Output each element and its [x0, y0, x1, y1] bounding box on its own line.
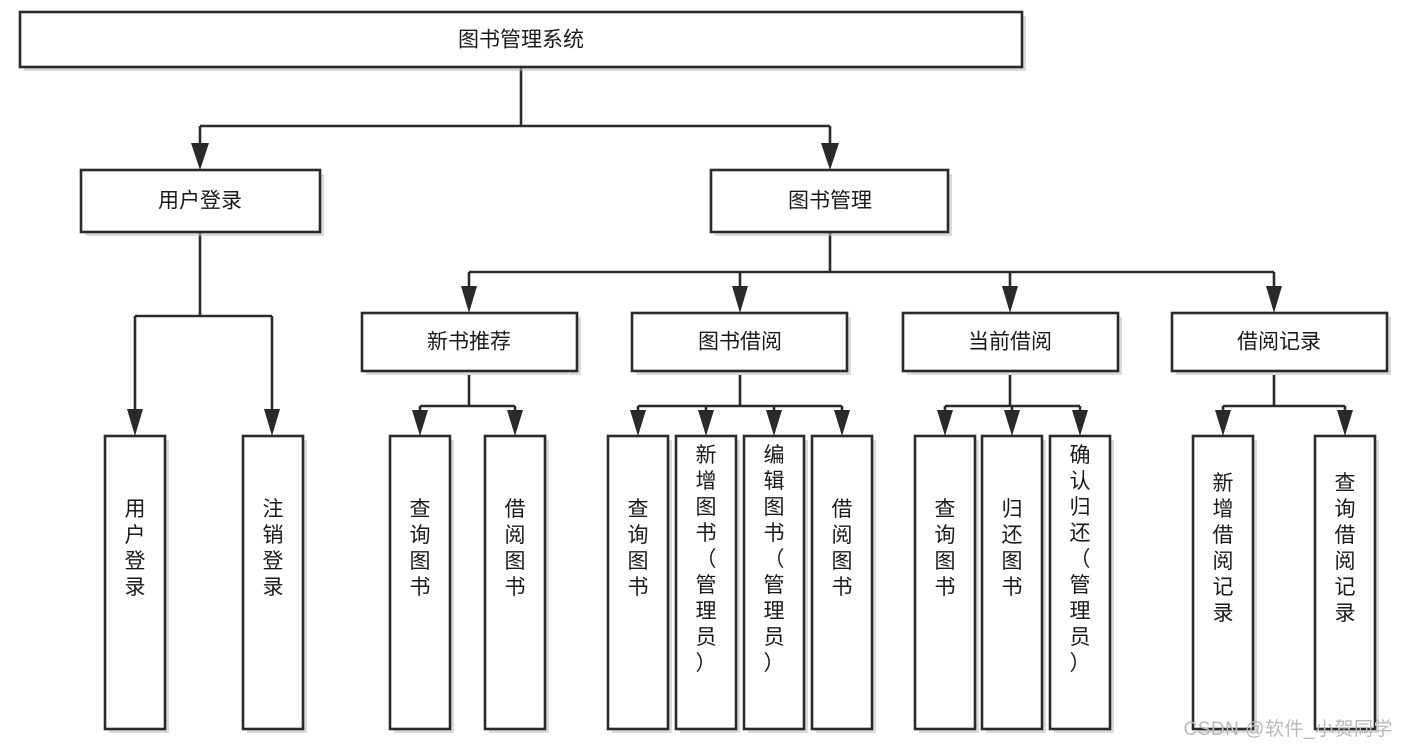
connector-group-current-borrow: [937, 375, 1088, 436]
node-user-login-label: 用户登录: [158, 190, 242, 213]
node-leaf-query-record-label: 查询借阅记录: [1335, 472, 1356, 625]
arrow-head-leaf-query-book-3: [937, 410, 953, 436]
node-leaf-query-book-2[interactable]: 查询图书: [606, 434, 672, 733]
node-leaf-add-book-box: [674, 434, 738, 731]
node-current-borrow[interactable]: 当前借阅: [901, 311, 1122, 375]
connector-group-root: [191, 67, 839, 170]
node-new-book-rec[interactable]: 新书推荐: [360, 311, 581, 375]
node-leaf-confirm-return-label: 确认归还（管理员）: [1070, 444, 1091, 675]
connector-group-borrow-record: [1215, 375, 1353, 436]
node-root-label: 图书管理系统: [458, 29, 584, 52]
arrow-head-user-login: [191, 143, 209, 170]
arrow-head-leaf-query-record: [1337, 410, 1353, 436]
node-leaf-user-login-box: [103, 434, 167, 731]
node-user-login[interactable]: 用户登录: [79, 168, 324, 236]
csdn-watermark: CSDN @软件_小贺同学: [1183, 719, 1393, 740]
node-book-manage-label: 图书管理: [788, 190, 872, 213]
node-leaf-add-record-box: [1191, 434, 1255, 731]
arrow-head-leaf-confirm-return: [1072, 410, 1088, 436]
node-leaf-query-book-3-box: [913, 434, 977, 731]
node-leaf-add-record[interactable]: 新增借阅记录: [1191, 434, 1257, 733]
connector-group-new-book-rec: [412, 375, 523, 436]
connector-group-book-manage: [461, 232, 1282, 313]
arrow-head-new-book-rec: [461, 286, 477, 313]
node-leaf-borrow-book-2-label: 借阅图书: [832, 498, 853, 599]
node-book-manage-box: [709, 168, 950, 234]
node-book-borrow-label: 图书借阅: [698, 331, 782, 354]
node-leaf-logout-login[interactable]: 注销登录: [241, 434, 307, 733]
node-leaf-query-record[interactable]: 查询借阅记录: [1313, 434, 1379, 733]
node-leaf-add-book[interactable]: 新增图书（管理员）: [674, 434, 740, 733]
connector-group-user-login: [127, 232, 280, 436]
arrow-head-leaf-edit-book: [766, 410, 782, 436]
node-leaf-user-login-label: 用户登录: [125, 498, 146, 599]
node-leaf-query-book-2-box: [606, 434, 670, 731]
node-root[interactable]: 图书管理系统: [18, 10, 1026, 71]
node-leaf-return-book-label: 归还图书: [1002, 498, 1023, 599]
node-leaf-logout-login-label: 注销登录: [263, 498, 284, 599]
node-leaf-query-book-2-label: 查询图书: [628, 498, 649, 599]
node-leaf-query-book-3[interactable]: 查询图书: [913, 434, 979, 733]
arrow-head-leaf-logout-login: [264, 409, 280, 436]
arrow-head-leaf-borrow-book-1: [507, 410, 523, 436]
arrow-head-leaf-add-book: [698, 410, 714, 436]
node-leaf-confirm-return-box: [1048, 434, 1112, 731]
node-leaf-query-record-box: [1313, 434, 1377, 731]
node-borrow-record-label: 借阅记录: [1237, 331, 1321, 354]
node-leaf-query-book-1-box: [388, 434, 452, 731]
node-book-borrow[interactable]: 图书借阅: [630, 311, 851, 375]
node-user-login-box: [79, 168, 322, 234]
node-current-borrow-box: [901, 311, 1120, 373]
connector-group-book-borrow: [630, 375, 850, 436]
arrow-head-leaf-borrow-book-2: [834, 410, 850, 436]
node-leaf-borrow-book-1[interactable]: 借阅图书: [483, 434, 549, 733]
node-new-book-rec-box: [360, 311, 579, 373]
arrow-head-leaf-return-book: [1004, 410, 1020, 436]
node-leaf-borrow-book-1-label: 借阅图书: [505, 498, 526, 599]
arrow-head-borrow-record: [1266, 286, 1282, 313]
arrow-head-book-borrow: [732, 286, 748, 313]
node-leaf-add-book-label: 新增图书（管理员）: [696, 444, 717, 675]
node-leaf-user-login[interactable]: 用户登录: [103, 434, 169, 733]
node-leaf-logout-login-box: [241, 434, 305, 731]
node-leaf-edit-book-label: 编辑图书（管理员）: [764, 444, 785, 675]
arrow-head-leaf-user-login: [127, 409, 143, 436]
node-leaf-query-book-1-label: 查询图书: [410, 498, 431, 599]
arrow-head-book-manage: [821, 143, 839, 170]
node-leaf-return-book[interactable]: 归还图书: [980, 434, 1046, 733]
node-leaf-edit-book-box: [742, 434, 806, 731]
node-book-manage[interactable]: 图书管理: [709, 168, 952, 236]
node-new-book-rec-label: 新书推荐: [427, 331, 511, 354]
node-leaf-add-record-label: 新增借阅记录: [1213, 472, 1234, 625]
node-leaf-borrow-book-2-box: [810, 434, 874, 731]
node-book-borrow-box: [630, 311, 849, 373]
node-root-box: [18, 10, 1024, 69]
arrow-head-leaf-query-book-1: [412, 410, 428, 436]
arrow-head-leaf-add-record: [1215, 410, 1231, 436]
node-leaf-borrow-book-1-box: [483, 434, 547, 731]
node-leaf-return-book-box: [980, 434, 1044, 731]
node-current-borrow-label: 当前借阅: [968, 331, 1052, 354]
arrow-head-leaf-query-book-2: [630, 410, 646, 436]
node-leaf-borrow-book-2[interactable]: 借阅图书: [810, 434, 876, 733]
node-leaf-query-book-3-label: 查询图书: [935, 498, 956, 599]
node-leaf-edit-book[interactable]: 编辑图书（管理员）: [742, 434, 808, 733]
node-borrow-record[interactable]: 借阅记录: [1170, 311, 1391, 375]
node-leaf-confirm-return[interactable]: 确认归还（管理员）: [1048, 434, 1114, 733]
node-leaf-query-book-1[interactable]: 查询图书: [388, 434, 454, 733]
node-borrow-record-box: [1170, 311, 1389, 373]
arrow-head-current-borrow: [1002, 286, 1018, 313]
